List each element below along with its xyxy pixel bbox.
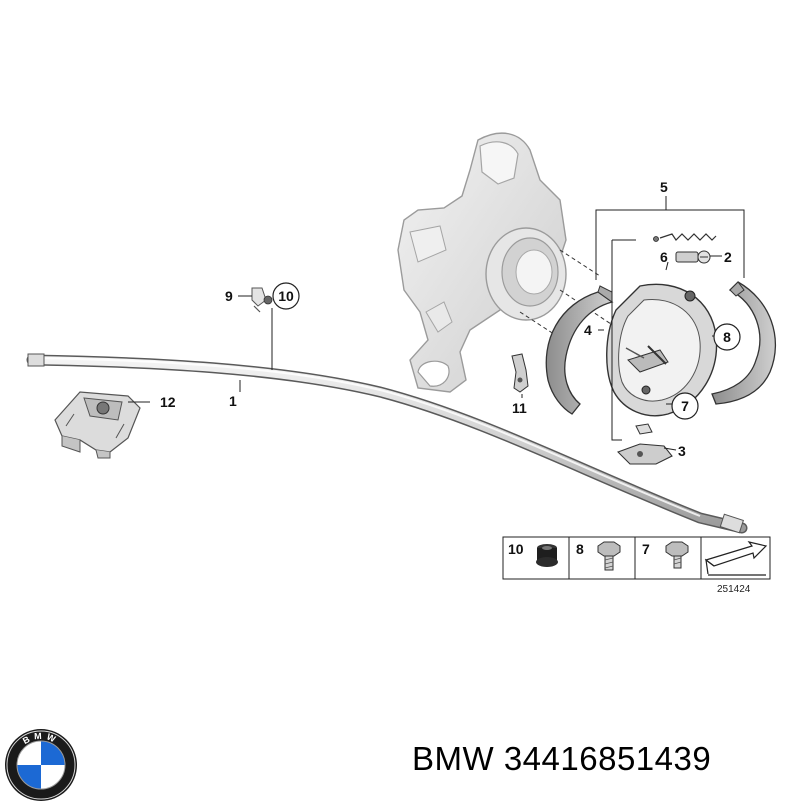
brake-shoe-right [711, 281, 777, 405]
bolt-icon-8 [597, 541, 621, 571]
callout-10: 10 [278, 288, 294, 304]
callout-4: 4 [584, 322, 592, 338]
callout-9: 9 [225, 288, 233, 304]
backing-plate [606, 283, 718, 417]
callout-6: 6 [660, 249, 668, 265]
callout-12: 12 [160, 394, 176, 410]
bmw-logo-icon: BMW [5, 729, 77, 801]
callout-1: 1 [229, 393, 237, 409]
cable-bracket [54, 391, 141, 459]
callout-3: 3 [678, 443, 686, 459]
reference-number: 251424 [717, 584, 751, 595]
legend-box: 10 8 7 251424 [502, 536, 771, 595]
callout-7-circle: 7 [671, 392, 699, 420]
callout-8: 8 [723, 329, 731, 345]
callout-5: 5 [660, 179, 668, 195]
direction-arrow-icon [704, 541, 768, 576]
leader-lines [128, 255, 722, 451]
bolt-icon-7 [665, 541, 689, 569]
clip-part [251, 287, 273, 313]
grommet-icon [536, 544, 558, 567]
legend-label-7: 7 [642, 541, 650, 557]
expander-lock [617, 423, 673, 465]
legend-label-8: 8 [576, 541, 584, 557]
adjuster-screw [675, 250, 711, 264]
wheel-carrier [397, 132, 567, 393]
brake-shoe-left [545, 285, 614, 415]
brand-name: BMW [412, 740, 495, 777]
part-caption: BMW 34416851439 [412, 740, 711, 778]
callout-7: 7 [681, 398, 689, 414]
callout-8-circle: 8 [713, 323, 741, 351]
callout-10-circle: 10 [272, 282, 300, 310]
legend-label-10: 10 [508, 541, 524, 557]
lever-part [511, 353, 529, 393]
callout-11: 11 [512, 400, 527, 416]
group-bracket-5 [595, 196, 745, 441]
return-spring [653, 233, 717, 242]
callout-2: 2 [724, 249, 732, 265]
part-number: 34416851439 [503, 740, 712, 777]
handbrake-cable [26, 353, 748, 534]
